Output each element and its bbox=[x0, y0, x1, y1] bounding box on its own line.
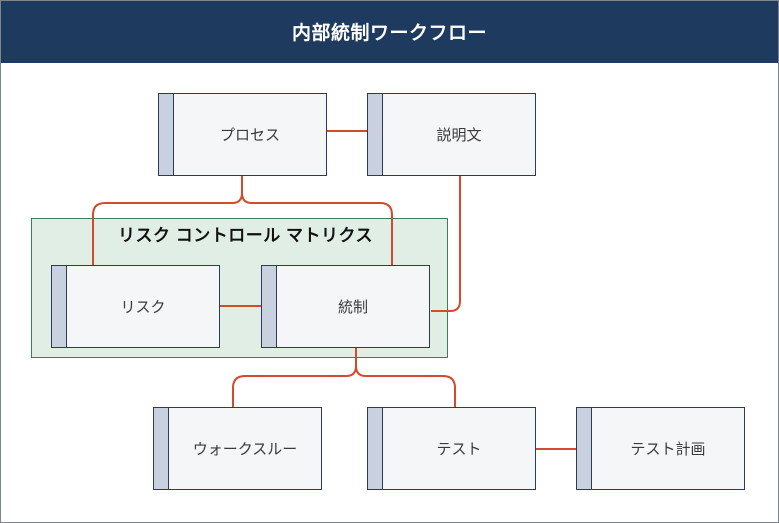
group-title: リスク コントロール マトリクス bbox=[118, 226, 373, 245]
node-stripe bbox=[577, 408, 592, 489]
diagram-title: 内部統制ワークフロー bbox=[291, 23, 487, 44]
node-label-walkthrough: ウォークスルー bbox=[192, 441, 298, 458]
node-label-risk: リスク bbox=[120, 299, 166, 316]
node-stripe bbox=[52, 266, 67, 347]
node-control: 統制 bbox=[261, 265, 430, 348]
node-stripe bbox=[368, 94, 383, 175]
node-label-test-plan: テスト計画 bbox=[630, 441, 706, 458]
node-stripe bbox=[159, 94, 174, 175]
node-test-plan: テスト計画 bbox=[576, 407, 745, 490]
node-stripe bbox=[262, 266, 277, 347]
node-label-process: プロセス bbox=[219, 127, 280, 144]
header-bar: 内部統制ワークフロー bbox=[0, 0, 779, 63]
node-stripe bbox=[368, 408, 383, 489]
node-label-control: 統制 bbox=[337, 299, 368, 316]
node-label-description: 説明文 bbox=[436, 127, 482, 144]
node-test: テスト bbox=[367, 407, 536, 490]
node-process: プロセス bbox=[158, 93, 327, 176]
node-stripe bbox=[154, 408, 169, 489]
node-label-test: テスト bbox=[436, 441, 482, 458]
node-risk: リスク bbox=[51, 265, 220, 348]
node-walkthrough: ウォークスルー bbox=[153, 407, 322, 490]
node-description: 説明文 bbox=[367, 93, 536, 176]
